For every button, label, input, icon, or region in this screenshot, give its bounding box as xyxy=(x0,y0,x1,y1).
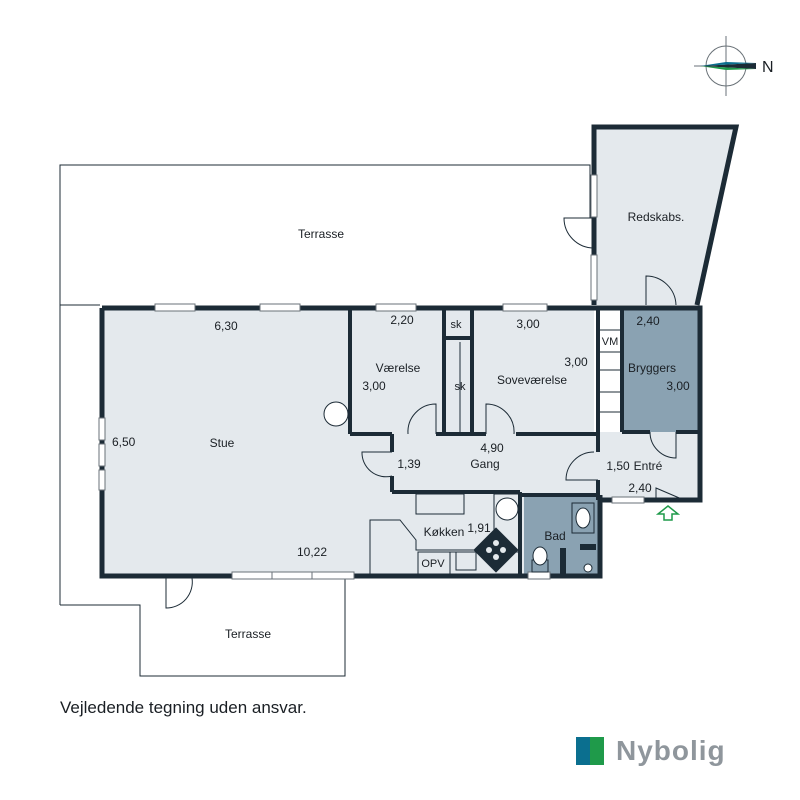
dim-entre-depth: 1,50 xyxy=(606,459,630,473)
floors xyxy=(102,127,736,575)
room-label-sovevaerelse: Soveværelse xyxy=(497,373,567,387)
closet-label-sk-1: sk xyxy=(451,319,463,331)
brand-logo: Nybolig xyxy=(576,735,726,766)
compass-north-label: N xyxy=(762,59,774,76)
dim-stue-depth: 6,50 xyxy=(112,435,136,449)
dim-sove-depth: 3,00 xyxy=(564,355,588,369)
compass-icon xyxy=(694,36,756,96)
closet-label-sk-2: sk xyxy=(455,381,467,393)
appliance-label-opv: OPV xyxy=(421,558,445,570)
room-label-redskabs: Redskabs. xyxy=(628,210,685,224)
room-label-terrasse-top: Terrasse xyxy=(298,227,344,241)
dim-gang-depth: 1,39 xyxy=(397,457,421,471)
doors xyxy=(165,217,685,609)
disclaimer-caption: Vejledende tegning uden ansvar. xyxy=(60,698,307,717)
nybolig-logo-icon xyxy=(576,737,604,765)
terrace-outline-top xyxy=(59,164,591,677)
appliance-label-vm: VM xyxy=(602,336,619,348)
room-label-bryggers: Bryggers xyxy=(628,361,676,375)
brand-name: Nybolig xyxy=(616,735,726,766)
bryggers-floor xyxy=(622,310,698,432)
room-label-terrasse-bottom: Terrasse xyxy=(225,627,271,641)
entrance-arrow-icon xyxy=(655,505,681,521)
room-label-stue: Stue xyxy=(210,436,235,450)
dim-gang-width: 4,90 xyxy=(480,441,504,455)
dim-stue-bottom: 10,22 xyxy=(297,545,327,559)
dim-sove-width: 3,00 xyxy=(516,317,540,331)
room-label-bad: Bad xyxy=(544,529,565,543)
bryggers-shelves xyxy=(597,329,623,413)
dim-vaerelse-width: 2,20 xyxy=(390,313,414,327)
dim-koekken-depth: 1,91 xyxy=(467,521,491,535)
room-label-vaerelse: Værelse xyxy=(376,361,421,375)
dim-vaerelse-depth: 3,00 xyxy=(362,379,386,393)
bath-fixtures xyxy=(531,502,596,574)
windows xyxy=(98,174,645,580)
room-label-koekken: Køkken xyxy=(424,525,465,539)
dim-bryggers-depth: 3,00 xyxy=(666,379,690,393)
dim-bryggers-width: 2,40 xyxy=(636,314,660,328)
room-label-entre: Entré xyxy=(634,459,663,473)
dim-entre-width: 2,40 xyxy=(628,481,652,495)
dim-stue-width: 6,30 xyxy=(214,319,238,333)
room-label-gang: Gang xyxy=(470,457,499,471)
